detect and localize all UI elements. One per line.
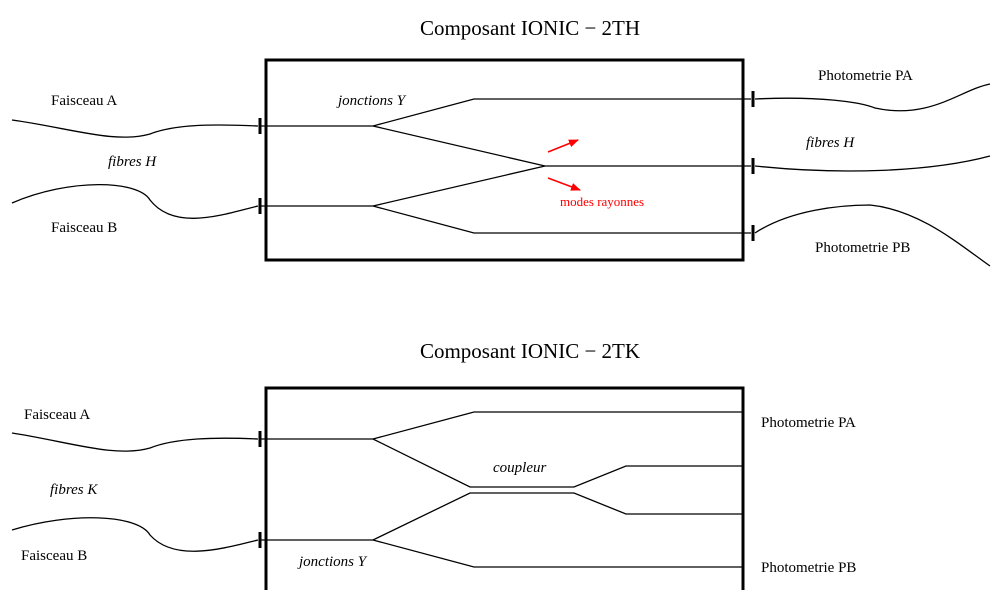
fiber-faisceau-a: [11, 119, 259, 138]
label-photometrie-pb-top: Photometrie PB: [815, 240, 910, 256]
waveguide-b-to-pb-2tk: [372, 539, 743, 568]
label-jonctions-top: jonctions Y: [336, 93, 407, 109]
waveguide-b-to-pb: [260, 205, 751, 234]
fiber-output-center: [754, 155, 991, 172]
waveguide-a-to-pa: [260, 98, 751, 127]
label-faisceau-a-bottom: Faisceau A: [24, 407, 90, 423]
label-faisceau-b-bottom: Faisceau B: [21, 548, 87, 564]
label-fibres-in-top: fibres H: [108, 154, 157, 170]
radiated-mode-arrow-up: [547, 139, 579, 153]
label-coupleur: coupleur: [493, 460, 546, 476]
label-photometrie-pa-bottom: Photometrie PA: [761, 415, 856, 431]
label-photometrie-pb-bottom: Photometrie PB: [761, 560, 856, 576]
title-2tk: Composant IONIC − 2TK: [420, 339, 640, 363]
label-modes-rayonnes: modes rayonnes: [560, 194, 644, 209]
label-faisceau-a-top: Faisceau A: [51, 93, 117, 109]
label-faisceau-b-top: Faisceau B: [51, 220, 117, 236]
chip-box-2th: [264, 58, 745, 262]
fiber-faisceau-a-2tk: [11, 432, 259, 452]
radiated-mode-arrow-down: [547, 177, 581, 191]
chip-box-2tk: [264, 386, 745, 590]
label-fibres-in-bottom: fibres K: [50, 482, 98, 498]
fiber-faisceau-b-2tk: [11, 517, 259, 552]
waveguide-coupler-upper: [372, 438, 743, 488]
component-2tk: Composant IONIC − 2TK Faisceau A fibres …: [11, 339, 856, 590]
label-photometrie-pa-top: Photometrie PA: [818, 68, 913, 84]
fiber-photometrie-pa: [754, 83, 991, 112]
waveguide-coupler-lower: [260, 492, 743, 541]
title-2th: Composant IONIC − 2TH: [420, 16, 640, 40]
label-jonctions-bottom: jonctions Y: [297, 554, 368, 570]
fiber-faisceau-b: [11, 184, 259, 219]
waveguide-a-to-pa-2tk: [260, 411, 743, 440]
component-2th: Composant IONIC − 2TH Faisceau A fibres …: [11, 16, 991, 267]
waveguide-b-to-center: [372, 165, 546, 207]
label-fibres-out-top: fibres H: [806, 135, 855, 151]
fiber-photometrie-pb: [754, 204, 991, 267]
